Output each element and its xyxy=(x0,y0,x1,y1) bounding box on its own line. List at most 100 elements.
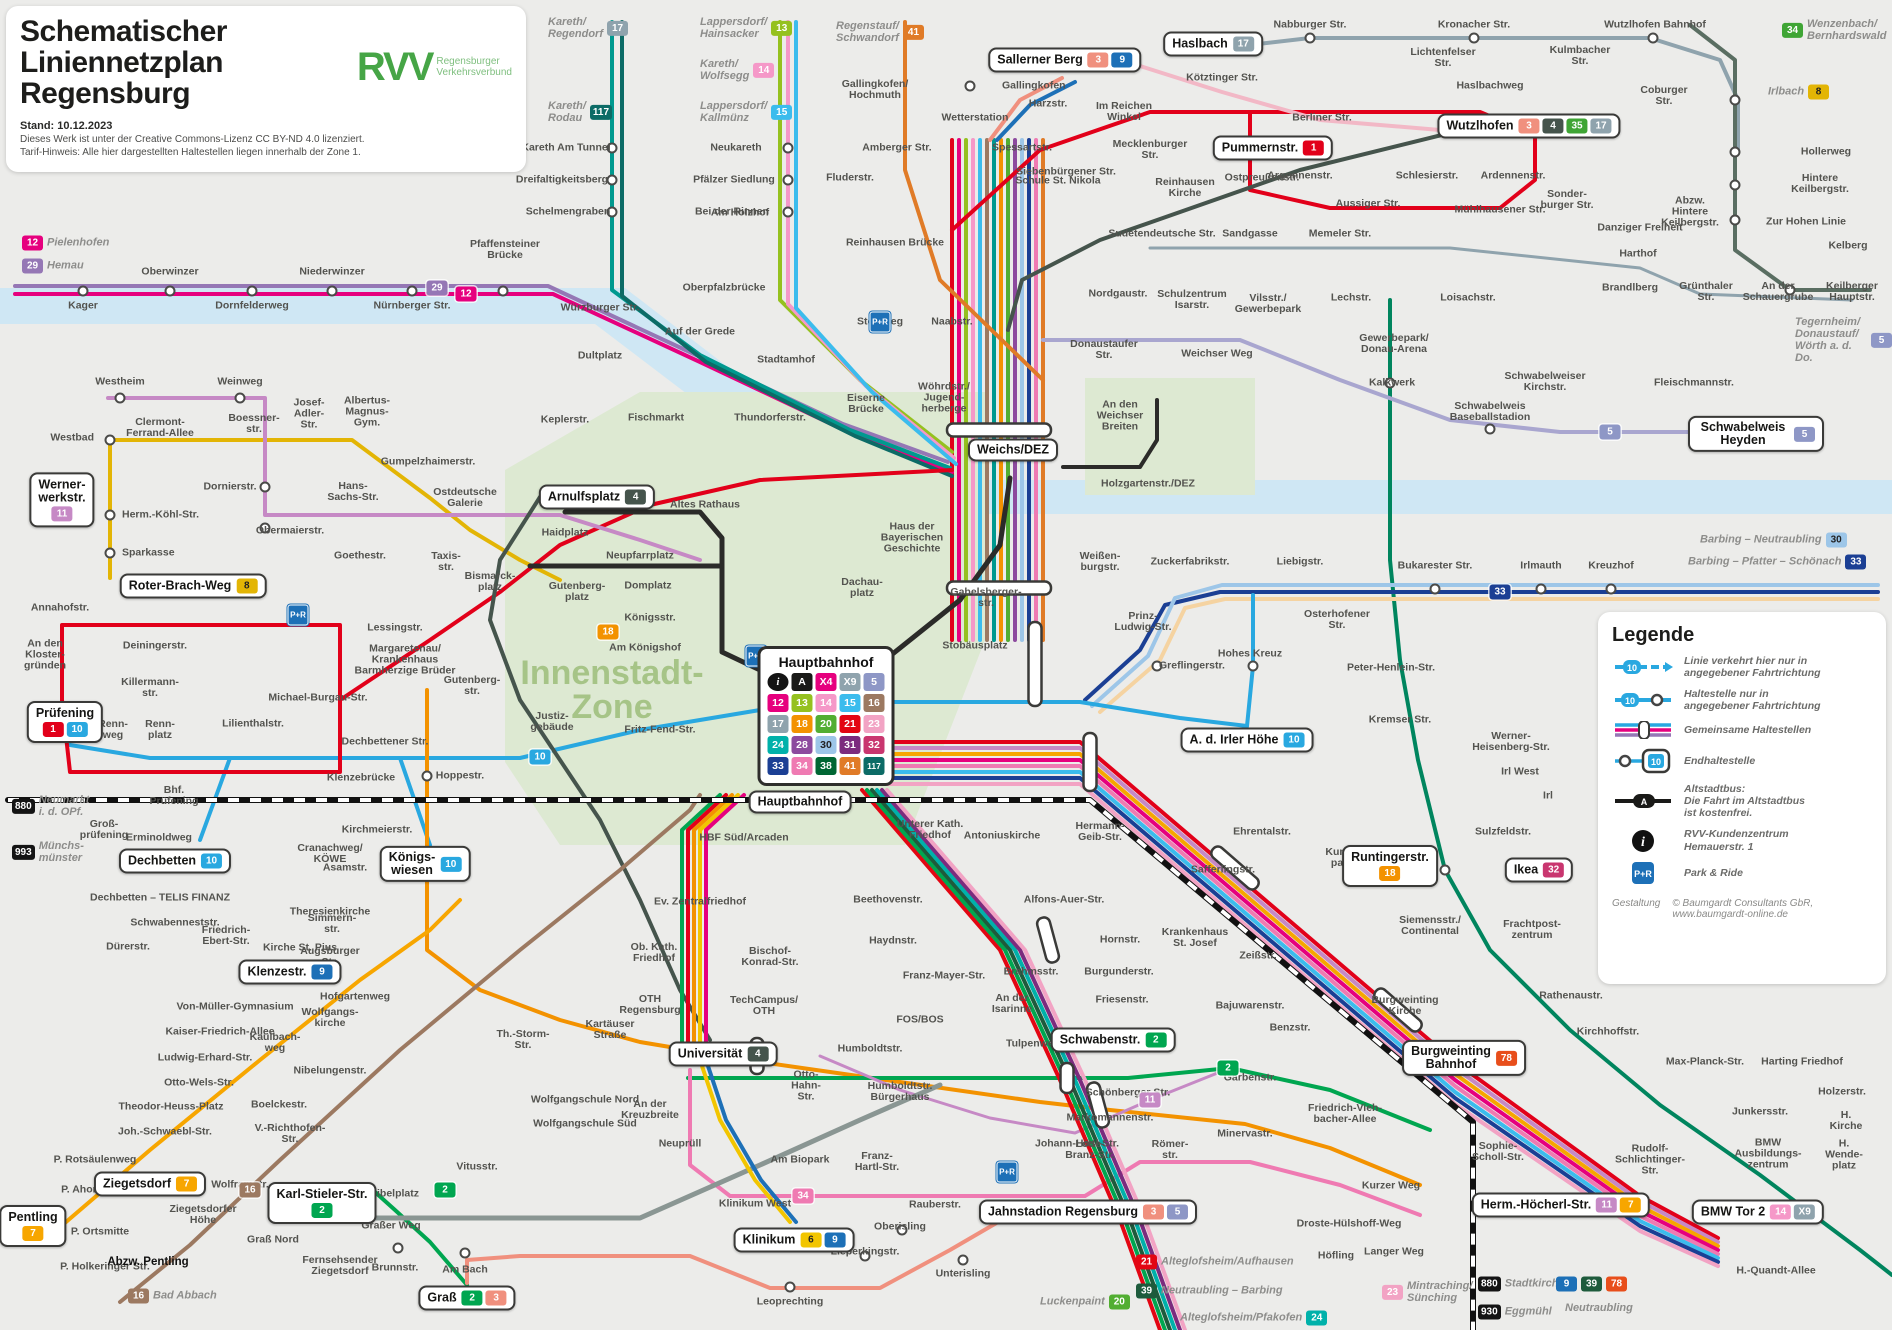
station-label: BMW Ausbildungs- zentrum xyxy=(1734,1136,1802,1171)
line-badge-41: 41 xyxy=(902,24,924,40)
station-label: Gewerbepark/ Donau-Arena xyxy=(1359,331,1429,355)
station-label: Lotte- Branz-Str. xyxy=(1065,1137,1115,1161)
station-label: Kaulbach- weg xyxy=(249,1030,301,1054)
map-line xyxy=(891,700,1249,728)
station-label: Reinhausen Kirche xyxy=(1155,175,1215,199)
station-label: P. Holkeringer Str. xyxy=(60,1260,150,1273)
destination-text: Regenstauf/ Schwandorf xyxy=(836,19,899,44)
station-label: Stobäusplatz xyxy=(942,639,1008,652)
station-label: Killermann- str. xyxy=(121,675,179,699)
terminus-label: Schwabelweis Heyden xyxy=(1700,419,1786,447)
station-label: Alfons-Auer-Str. xyxy=(1023,893,1105,906)
park-and-ride-icon: P+R xyxy=(996,1161,1018,1183)
station-label: Schulzentrum Isarstr. xyxy=(1157,287,1227,311)
station-label: Minervastr. xyxy=(1217,1127,1273,1140)
terminus-label: Prüfening xyxy=(35,705,95,720)
line-chip-33: 33 xyxy=(1489,584,1511,600)
terminus-label: Karl-Stieler-Str. xyxy=(276,1186,368,1201)
line-badge-23: 23 xyxy=(1382,1284,1403,1300)
station-label: TechCampus/ OTH xyxy=(729,993,799,1017)
station-label: Naabstr. xyxy=(931,315,973,328)
station-label: Kreuzhof xyxy=(1588,559,1634,572)
map-title: Schematischer Liniennetzplan Regensburg xyxy=(20,15,227,111)
line-chip-18: 18 xyxy=(597,624,619,640)
station-label: Boessner- str. xyxy=(228,411,280,435)
station-label: Aussiger Str. xyxy=(1335,197,1401,210)
line-badge-X9: X9 xyxy=(839,673,861,691)
station-label: Grünthaler Str. xyxy=(1679,279,1733,303)
station-label: Keplerstr. xyxy=(540,413,590,426)
map-line xyxy=(425,688,1422,1187)
station-dot xyxy=(421,770,433,782)
station-label: Justiz- gebäude xyxy=(530,709,574,733)
destination-text: Barbing – Neutraubling xyxy=(1700,533,1822,546)
station-label: Kurzer Weg xyxy=(1361,1179,1421,1192)
station-label: P. Rotsäulenweg xyxy=(53,1153,137,1166)
destination-text: Kareth/ Rodau xyxy=(548,99,586,124)
terminus-label: Weichs/DEZ xyxy=(976,442,1050,457)
station-label: Boelckestr. xyxy=(250,1098,308,1111)
station-label: Cranachweg/ KÖWE xyxy=(297,841,363,865)
line-badge-23: 23 xyxy=(863,715,885,733)
station-label: Kötztinger Str. xyxy=(1186,71,1258,84)
line-badge-24: 24 xyxy=(1306,1310,1328,1326)
terminus-label: Ziegetsdorf xyxy=(102,1176,172,1191)
station-label: Irl xyxy=(1543,789,1553,802)
station-label: Hoppestr. xyxy=(435,769,485,782)
station-label: Deiningerstr. xyxy=(122,639,188,652)
shared-stop-capsule xyxy=(945,580,1053,596)
station-label: Ziegetsdorfer Höhe xyxy=(169,1202,237,1226)
map-area xyxy=(0,288,1892,514)
station-label: Argonnenstr. xyxy=(1267,169,1333,182)
station-label: Gutenberg- str. xyxy=(443,673,501,697)
station-label: Kirche St. Pius xyxy=(262,941,338,954)
shared-stop-capsule xyxy=(1059,1061,1075,1095)
station-label: An den Kloster- gründen xyxy=(24,637,66,672)
station-dot xyxy=(259,522,271,534)
map-line xyxy=(680,793,722,1064)
map-line xyxy=(885,770,1720,1260)
station-label: HBF Süd/Arcaden xyxy=(699,831,789,844)
station-dot xyxy=(1729,94,1741,106)
station-label: Loisachstr. xyxy=(1440,291,1496,304)
map-line xyxy=(1090,583,1880,708)
station-label: Graß Nord xyxy=(247,1233,299,1246)
station-label: Kulmbacher Str. xyxy=(1549,43,1611,67)
terminus-label: Dechbetten xyxy=(127,853,197,868)
map-line xyxy=(818,1054,1232,1135)
terminus-label: Klinikum xyxy=(742,1232,796,1247)
station-label: Hornstr. xyxy=(1099,933,1141,946)
destination-text: Kareth/ Regendorf xyxy=(548,15,603,40)
station-label: Wolfgangschule Nord xyxy=(530,1093,640,1106)
station-label: Gutenberg- platz xyxy=(548,579,606,603)
map-line xyxy=(950,110,1537,232)
svg-text:A: A xyxy=(1641,797,1648,807)
terminus-box: Pummernstr.1 xyxy=(1212,135,1334,161)
station-label: Fernsehsender Ziegetsdorf xyxy=(302,1253,378,1277)
station-label: Fischmarkt xyxy=(627,411,685,424)
destination-text: Luckenpaint xyxy=(1040,1295,1105,1308)
line-chip-16: 16 xyxy=(239,1182,261,1198)
map-line xyxy=(885,776,1720,1264)
station-label: Schwabenneststr. xyxy=(130,916,220,929)
station-label: Oberwinzer xyxy=(141,265,199,278)
station-label: Werner- Heisenberg-Str. xyxy=(1472,729,1550,753)
station-label: Irlmauth xyxy=(1520,559,1562,572)
station-label: Rauberstr. xyxy=(909,1198,961,1211)
shared-icon xyxy=(1612,721,1674,740)
station-label: Pfälzer Siedlung xyxy=(693,173,775,186)
map-line xyxy=(488,495,712,1042)
station-dot xyxy=(164,285,176,297)
legend-item: Gemeinsame Haltestellen xyxy=(1612,721,1872,740)
line-badge-X9: X9 xyxy=(1794,1204,1816,1220)
line-badge-20: 20 xyxy=(1108,1294,1130,1310)
station-dot xyxy=(392,1242,404,1254)
park-and-ride-icon: P+R xyxy=(287,604,309,626)
station-label: Simmern- str. xyxy=(307,911,357,935)
